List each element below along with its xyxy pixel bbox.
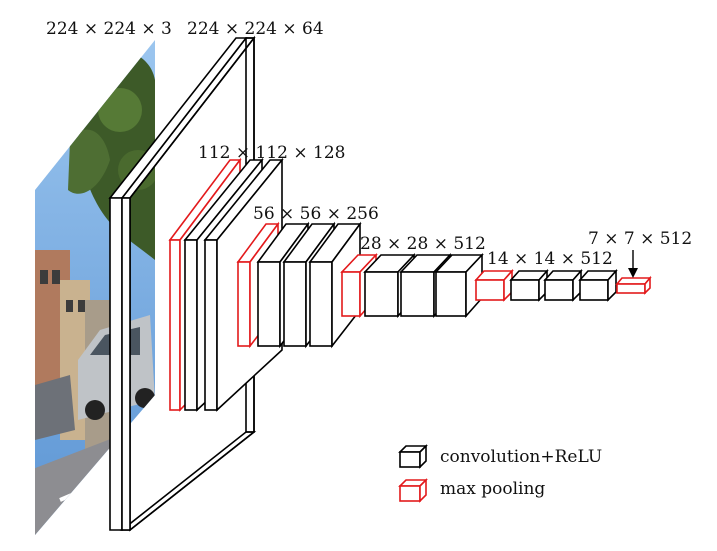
pool-5 <box>615 275 652 295</box>
conv-block-1 <box>108 35 257 532</box>
input-image <box>35 40 155 535</box>
conv5-1 <box>509 268 549 302</box>
conv5-3 <box>578 268 618 302</box>
block-5 <box>474 268 618 302</box>
legend-pool-label: max pooling <box>440 479 545 499</box>
label-block-3: 56 × 56 × 256 <box>253 204 379 224</box>
label-output: 7 × 7 × 512 <box>588 229 692 249</box>
label-block-5: 14 × 14 × 512 <box>487 249 613 269</box>
legend-pool-icon <box>398 478 428 503</box>
label-input: 224 × 224 × 3 <box>46 19 172 39</box>
block-3 <box>236 221 362 349</box>
pool-4 <box>474 268 514 302</box>
legend-conv-icon <box>398 444 428 469</box>
conv1-1-face <box>109 197 123 531</box>
label-block-4: 28 × 28 × 512 <box>360 234 486 254</box>
block-4 <box>340 252 484 319</box>
label-block-1: 224 × 224 × 64 <box>187 19 324 39</box>
conv1-2-face <box>121 197 131 531</box>
legend-conv-label: convolution+ReLU <box>440 447 602 467</box>
output-arrow <box>628 250 638 278</box>
label-block-2: 112 × 112 × 128 <box>198 143 345 163</box>
conv4-3 <box>434 252 484 319</box>
block-2 <box>168 157 284 412</box>
legend: convolution+ReLU max pooling <box>398 444 602 503</box>
conv5-2 <box>543 268 583 302</box>
conv3-3 <box>308 221 362 349</box>
